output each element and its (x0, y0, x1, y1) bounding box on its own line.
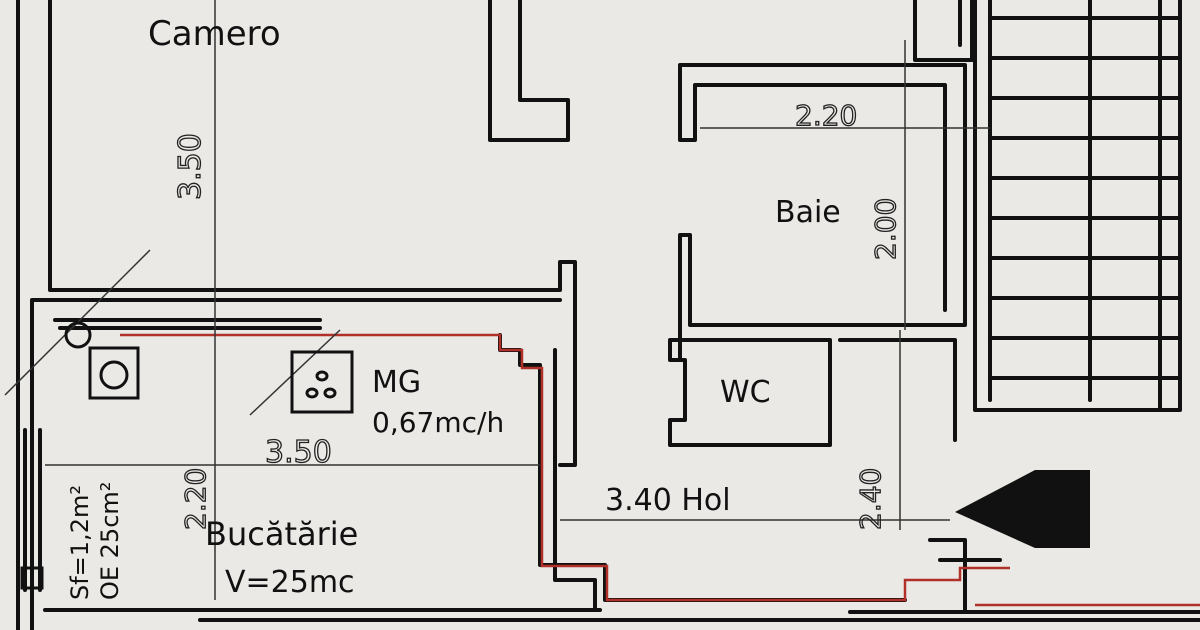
entrance-arrow-icon (955, 470, 1090, 548)
hol-height-dimension: 2.40 (854, 468, 887, 530)
kitchen-height-dimension: 2.20 (179, 468, 212, 530)
boiler-icon (64, 321, 140, 400)
stove-icon (290, 350, 354, 414)
ventilation-opening: OE 25cm² (96, 482, 124, 600)
baie-height-dimension: 2.00 (869, 198, 902, 260)
room-label-baie: Baie (775, 195, 841, 230)
appliance-flow: 0,67mc/h (372, 406, 504, 439)
room-label-camera: Camero (148, 14, 281, 54)
ventilation-area: Sf=1,2m² (66, 485, 94, 600)
kitchen-width-dimension: 3.50 (265, 435, 332, 470)
stairs (973, 0, 1182, 412)
walls (16, 0, 1200, 630)
gas-line (120, 333, 1200, 607)
room-label-wc: WC (720, 375, 771, 410)
baie-width-dimension: 2.20 (795, 99, 857, 132)
room-label-hol: 3.40 Hol (605, 483, 731, 518)
appliance-label: MG (372, 365, 421, 400)
room-label-bucatarie: Bucătărie (205, 515, 358, 553)
camera-dimension: 3.50 (173, 133, 208, 200)
kitchen-volume: V=25mc (225, 565, 355, 600)
